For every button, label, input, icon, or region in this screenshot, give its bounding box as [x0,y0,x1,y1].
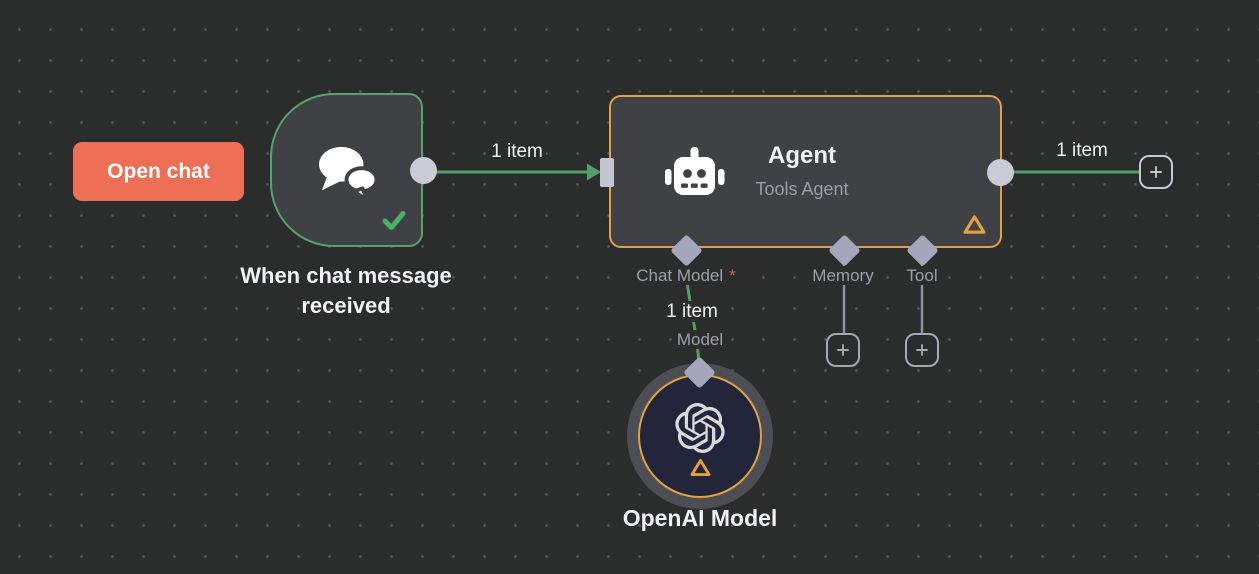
add-next-node-button[interactable] [1139,155,1173,189]
plus-icon [837,344,849,356]
agent-input-connector[interactable] [600,158,614,187]
openai-node-label: OpenAI Model [622,505,778,531]
port-label-tool: Tool [882,266,962,286]
agent-node-subtitle: Tools Agent [755,179,849,199]
model-edge-items-label: 1 item [642,301,742,323]
add-memory-button[interactable] [826,333,860,367]
port-label-chat-model: Chat Model* [606,266,766,286]
edge-items-label: 1 item [467,141,567,163]
warning-triangle-icon [963,215,986,234]
model-edge-port-label: Model [650,330,750,350]
plus-icon [916,344,928,356]
warning-triangle-icon [690,459,711,476]
trigger-output-connector[interactable] [410,157,437,184]
output-edge-items-label: 1 item [1032,140,1132,162]
node-agent[interactable]: Agent Tools Agent [600,95,1014,267]
add-tool-button[interactable] [905,333,939,367]
port-label-memory: Memory [783,266,903,286]
agent-output-connector[interactable] [987,159,1014,186]
required-asterisk: * [726,266,739,285]
openai-logo-icon [675,403,725,453]
chat-bubbles-icon [318,146,379,201]
plus-icon [1150,166,1162,178]
node-when-chat-message-received[interactable] [270,93,437,247]
agent-node-title: Agent [768,142,836,169]
robot-icon [665,147,725,195]
trigger-node-label: When chat message received [240,263,452,318]
open-chat-button[interactable]: Open chat [73,142,244,201]
check-icon [382,211,406,230]
node-openai-model[interactable] [638,374,762,498]
edge-arrowhead-right [587,163,601,181]
